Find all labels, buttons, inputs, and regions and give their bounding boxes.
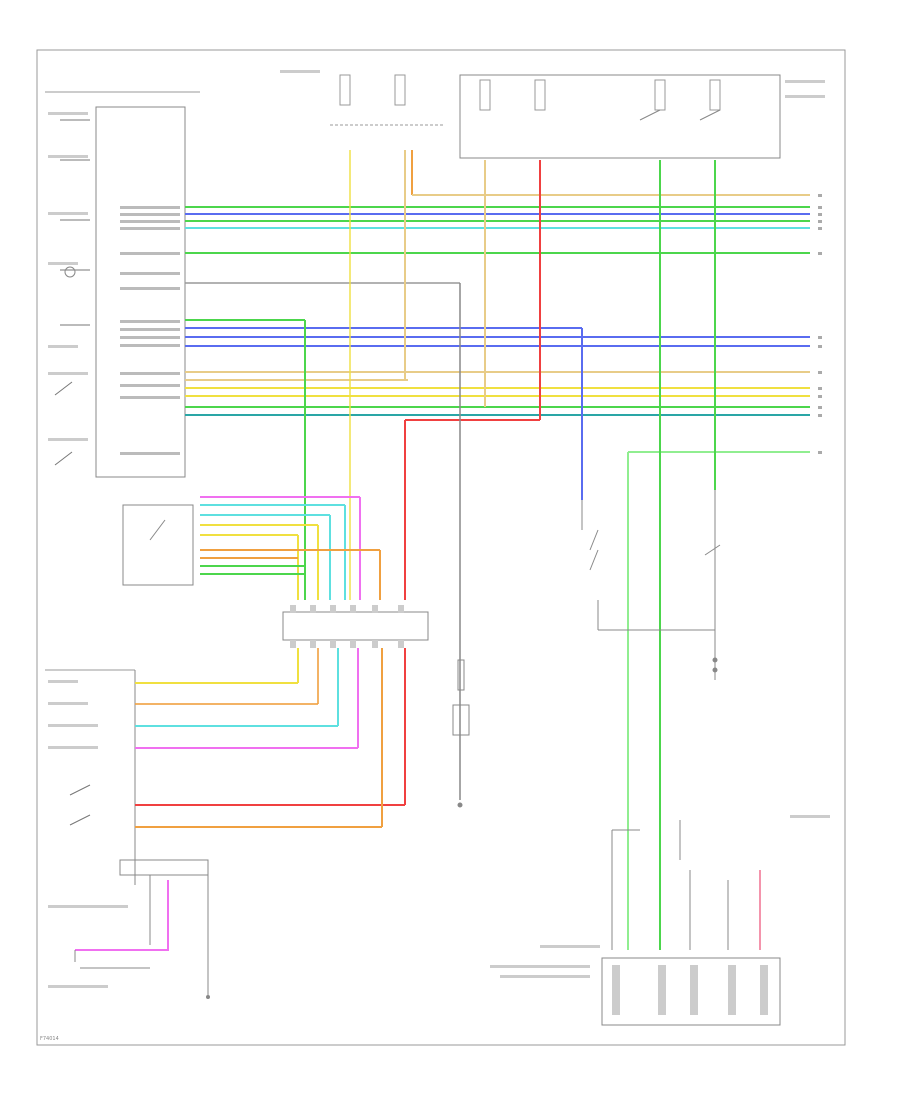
figure-id: F74014 [40,1036,59,1042]
right-switch-assembly [581,490,721,680]
diagram-frame [36,49,846,1046]
door-control-module [45,91,200,478]
switch-assembly [122,496,381,600]
vertical-wires [304,150,810,950]
right-connector-ticks [818,194,822,454]
lower-left-module [45,648,406,885]
fuse-block-top [280,70,825,159]
center-sensor [452,659,470,808]
sensor-module [48,859,210,999]
connector-block-center [282,605,429,648]
bottom-right-module [490,815,830,1026]
wire-bus [185,206,810,453]
